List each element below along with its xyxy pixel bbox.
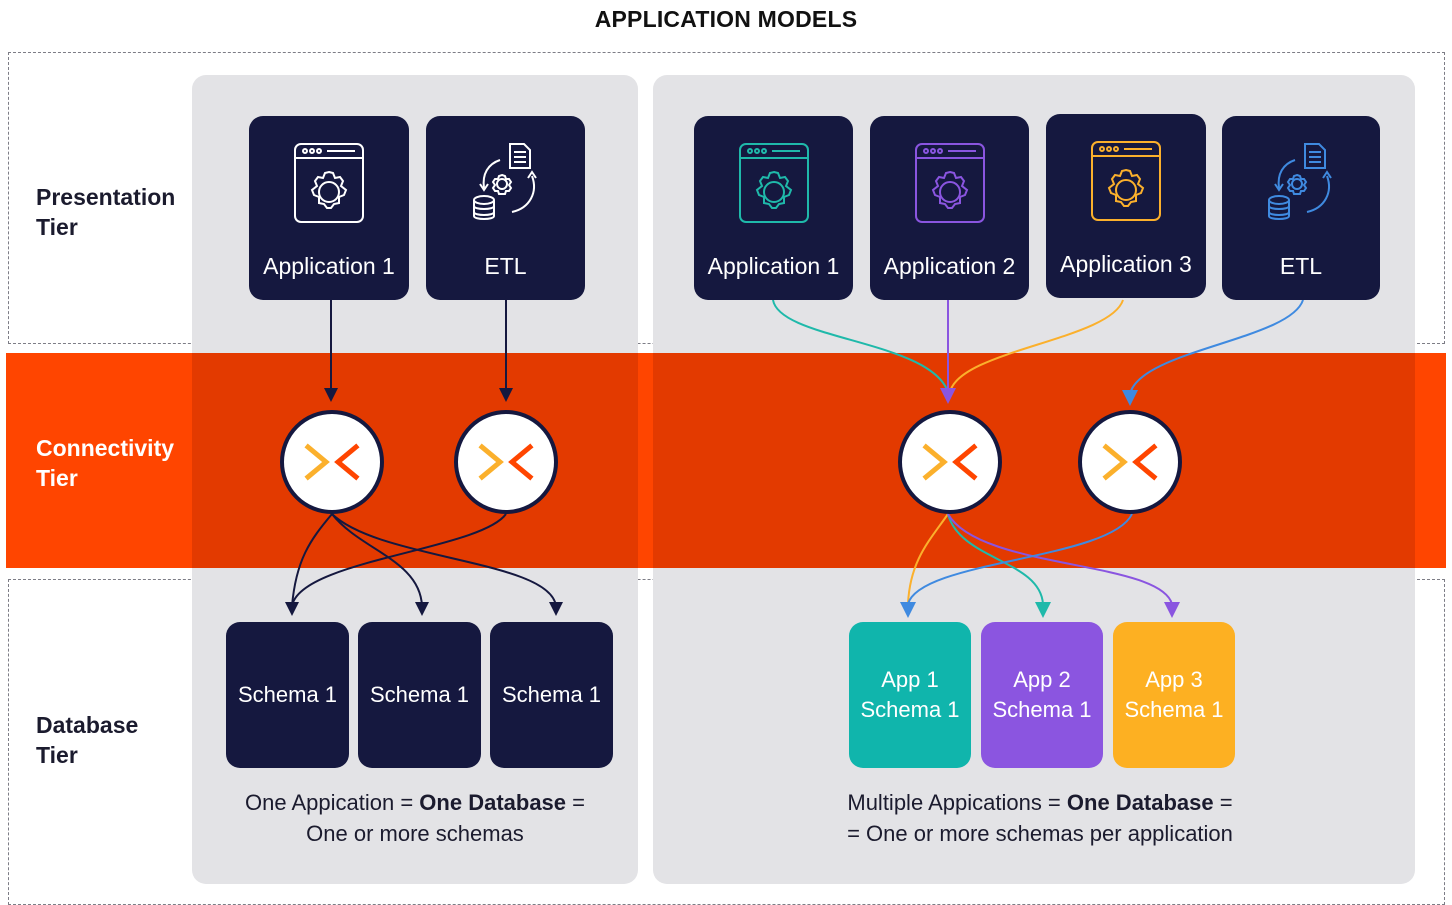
left-schema-3: Schema 1: [490, 622, 613, 768]
right-schema-app-1: App 1 Schema 1: [849, 622, 971, 768]
app-window-gear-icon: [738, 143, 809, 223]
app-window-gear-icon: [294, 143, 364, 223]
app-window-gear-icon: [1091, 141, 1161, 221]
connector-logo-icon: [304, 443, 360, 481]
connector-node-right-1: [898, 410, 1002, 514]
right-schema-app-3: App 3 Schema 1: [1113, 622, 1235, 768]
right-app-card-etl: ETL: [1222, 116, 1380, 300]
left-app-label-etl: ETL: [484, 253, 527, 279]
right-app-card-application-3: Application 3: [1046, 114, 1206, 298]
left-app-card-application-1: Application 1: [249, 116, 409, 300]
right-app-label-application-2: Application 2: [883, 253, 1016, 279]
connectivity-tier-label: Connectivity Tier: [36, 435, 175, 491]
left-app-label-application-1: Application 1: [263, 253, 395, 279]
right-app-label-application-1: Application 1: [707, 253, 840, 279]
right-model-caption: Multiple Appications = One Database = = …: [847, 790, 1233, 846]
right-app-label-application-3: Application 3: [1060, 251, 1192, 277]
connector-node-left-1: [280, 410, 384, 514]
connector-logo-icon: [478, 443, 534, 481]
right-schema-app-2: App 2 Schema 1: [981, 622, 1103, 768]
connectivity-band-left-overlay: [192, 353, 638, 568]
right-app-label-etl: ETL: [1279, 253, 1323, 279]
left-schema-1: Schema 1: [226, 622, 349, 768]
left-schema-2: Schema 1: [358, 622, 481, 768]
connectivity-band-right-overlay: [653, 353, 1415, 568]
etl-cycle-icon: [472, 143, 537, 220]
connector-logo-icon: [1102, 443, 1158, 481]
diagram-title: APPLICATION MODELS: [594, 6, 858, 32]
database-tier-label: Database Tier: [36, 712, 139, 768]
connector-node-left-2: [454, 410, 558, 514]
right-app-card-application-1: Application 1: [694, 116, 853, 300]
connector-logo-icon: [922, 443, 978, 481]
app-window-gear-icon: [914, 143, 985, 223]
left-model-caption: One Appication = One Database = One or m…: [245, 790, 585, 846]
connector-node-right-2: [1078, 410, 1182, 514]
etl-cycle-icon: [1268, 143, 1332, 220]
presentation-tier-label: Presentation Tier: [36, 184, 176, 240]
right-app-card-application-2: Application 2: [870, 116, 1029, 300]
left-app-card-etl: ETL: [426, 116, 585, 300]
